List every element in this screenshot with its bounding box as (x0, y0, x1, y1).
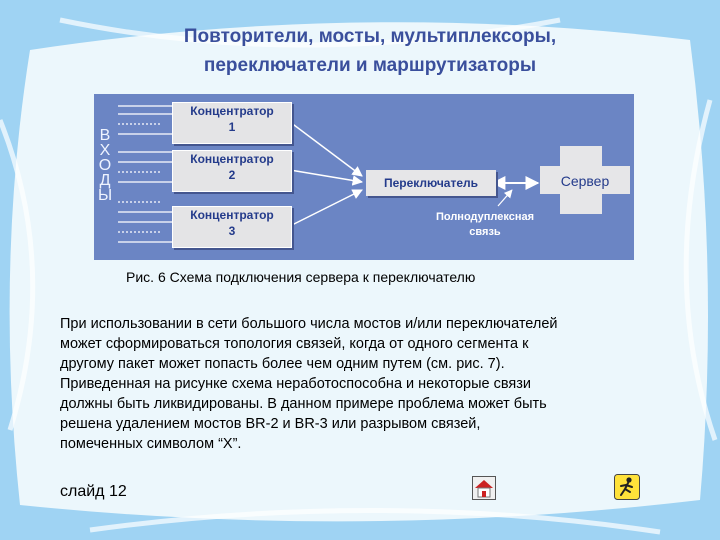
input-lines (118, 105, 172, 243)
hub-3: Концентратор 3 (172, 206, 292, 248)
home-icon[interactable] (472, 476, 496, 500)
server-label: Сервер (560, 173, 610, 189)
switch-box: Переключатель (366, 170, 496, 196)
title-line-2: переключатели и маршрутизаторы (203, 55, 537, 76)
slide-title: Повторители, мосты, мультиплексоры, пере… (90, 22, 650, 80)
diagram-lines (118, 105, 630, 243)
server-shape (540, 146, 630, 214)
title-line-1: Повторители, мосты, мультиплексоры, (183, 26, 557, 47)
figure-caption: Рис. 6 Схема подключения сервера к перек… (126, 269, 476, 285)
network-diagram: В Х О Д Ы Концентратор 1 Концентратор 2 … (94, 94, 634, 260)
slide-number: слайд 12 (60, 483, 127, 500)
duplex-label: Полнодуплексная связь (435, 211, 535, 238)
inputs-vertical-label: В Х О Д Ы (98, 127, 113, 204)
hub-to-switch-arrows (289, 121, 364, 227)
running-man-icon[interactable] (614, 474, 640, 500)
body-text: При использовании в сети большого числа … (60, 316, 558, 452)
hub-1: Концентратор 1 (172, 102, 292, 144)
hub-2: Концентратор 2 (172, 150, 292, 192)
